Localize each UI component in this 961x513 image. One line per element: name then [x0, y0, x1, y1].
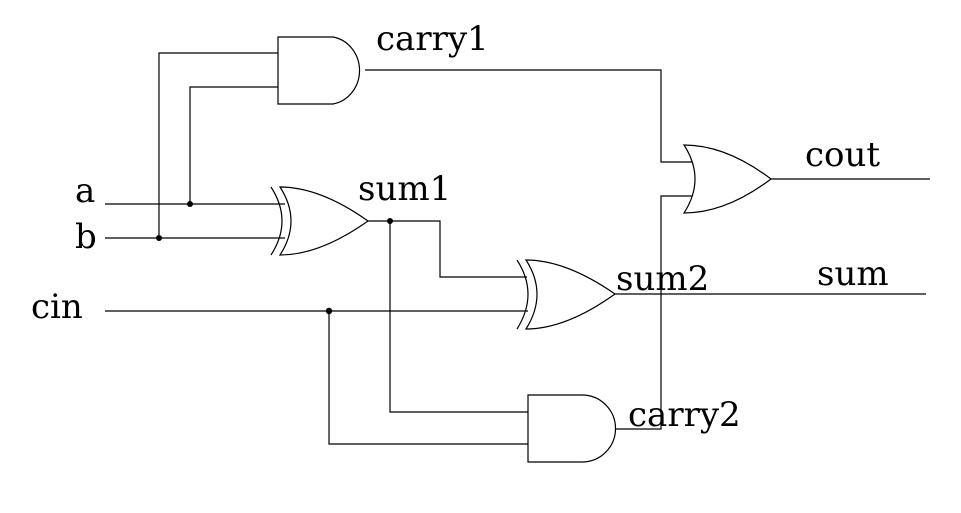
label-a: a	[75, 171, 95, 211]
wire-sum1-to-and2	[389, 221, 528, 413]
junction-sum1	[387, 218, 393, 224]
label-cin: cin	[31, 287, 83, 327]
label-b: b	[75, 217, 97, 257]
junction-a	[187, 201, 193, 207]
and-gate-1	[277, 36, 361, 105]
wire-b-to-and1	[158, 52, 278, 238]
or-gate	[682, 144, 772, 214]
label-sum1: sum1	[358, 169, 451, 209]
xor-gate-2	[516, 259, 617, 330]
wire-a-to-and1	[189, 86, 278, 204]
label-carry1: carry1	[376, 19, 489, 59]
junction-cin	[325, 307, 333, 315]
junction-b	[156, 235, 162, 241]
label-sum: sum	[817, 254, 889, 294]
label-cout: cout	[805, 135, 880, 175]
label-sum2: sum2	[616, 259, 709, 299]
xor-gate-1	[270, 186, 370, 256]
and-gate-2	[527, 394, 617, 463]
wire-cin-to-and2	[328, 311, 528, 445]
wire-carry2-to-or	[615, 195, 693, 430]
wire-carry1-to-or	[365, 69, 693, 163]
label-carry2: carry2	[628, 395, 741, 435]
wire-sum1-to-xor2	[368, 220, 527, 278]
